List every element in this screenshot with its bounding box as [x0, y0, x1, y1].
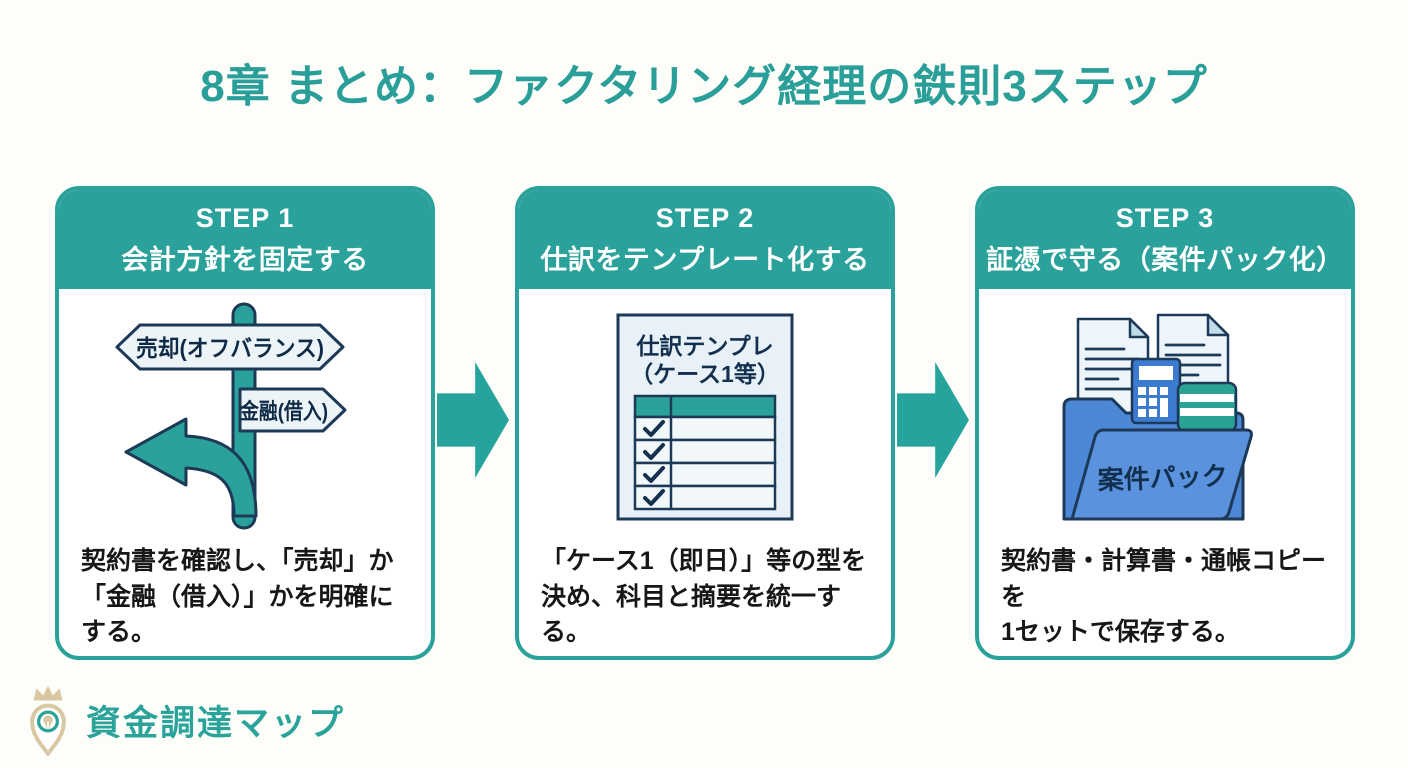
- step-card-1: STEP 1 会計方針を固定する 売却(オフバランス) 金融(借入) 契約書を確…: [55, 186, 435, 660]
- step2-header: STEP 2 仕訳をテンプレート化する: [519, 190, 891, 289]
- step3-description-line1: 契約書・計算書・通帳コピーを: [1001, 547, 1327, 611]
- folder-label: 案件パック: [1096, 460, 1228, 495]
- step2-label: STEP 2: [655, 203, 755, 233]
- step2-description: 「ケース1（即日）」等の型を 決め、科目と摘要を統一する。: [519, 544, 891, 656]
- flow-arrow-1: [437, 362, 509, 478]
- step1-description: 契約書を確認し、「売却」か 「金融（借入）」かを明確にする。: [59, 544, 431, 656]
- brand-logo-icon: [30, 686, 66, 756]
- template-title-line1: 仕訳テンプレ: [635, 333, 773, 359]
- step3-heading: 証憑で守る（案件パック化）: [986, 245, 1344, 275]
- checkmark-icons: [643, 419, 665, 506]
- calculator-icon: [1130, 357, 1182, 424]
- step3-label: STEP 3: [1115, 203, 1215, 233]
- step2-description-line2: 決め、科目と摘要を統一する。: [541, 582, 842, 647]
- passbook-icon: [1176, 381, 1238, 432]
- step3-description-line2: 1セットで保存する。: [1001, 618, 1240, 646]
- brand-name: 資金調達マップ: [86, 703, 346, 743]
- sign-sale-label: 売却(オフバランス): [136, 335, 324, 361]
- step3-illustration: 案件パック: [979, 289, 1351, 544]
- step-card-2: STEP 2 仕訳をテンプレート化する 仕訳テンプレ （ケース1等）: [515, 186, 895, 660]
- signpost-illustration: 売却(オフバランス) 金融(借入): [115, 302, 347, 529]
- step-card-3: STEP 3 証憑で守る（案件パック化）: [975, 186, 1355, 660]
- page-title: 8章 まとめ：ファクタリング経理の鉄則3ステップ: [200, 62, 1208, 111]
- step1-label: STEP 1: [195, 203, 295, 233]
- step3-header: STEP 3 証憑で守る（案件パック化）: [979, 190, 1351, 289]
- table-header-row: [633, 394, 777, 418]
- sign-loan-label: 金融(借入): [239, 399, 328, 424]
- step1-illustration: 売却(オフバランス) 金融(借入): [59, 289, 431, 544]
- curved-left-arrow: [124, 417, 258, 517]
- flow-arrow-2: [897, 362, 969, 478]
- step1-heading: 会計方針を固定する: [121, 245, 369, 275]
- folder-front: [1070, 428, 1253, 520]
- step1-description-line1: 契約書を確認し、「売却」か: [81, 547, 394, 575]
- step2-description-line1: 「ケース1（即日）」等の型を: [541, 547, 867, 575]
- pin-keyhole: [43, 715, 53, 725]
- sign-sale-shape: [115, 323, 345, 370]
- step1-header: STEP 1 会計方針を固定する: [59, 190, 431, 289]
- sign-loan-shape: [238, 387, 347, 432]
- step1-description-line2: 「金融（借入）」かを明確にする。: [81, 582, 394, 647]
- journal-template-illustration: 仕訳テンプレ （ケース1等）: [616, 313, 794, 520]
- footer-brand: 資金調達マップ: [27, 684, 345, 756]
- template-title-line2: （ケース1等）: [630, 361, 780, 387]
- step2-illustration: 仕訳テンプレ （ケース1等）: [519, 289, 891, 544]
- crown-icon: [33, 686, 63, 701]
- pin-keyhole-slit: [47, 721, 49, 729]
- step2-heading: 仕訳をテンプレート化する: [540, 245, 870, 275]
- case-pack-illustration: 案件パック: [1062, 313, 1253, 520]
- step3-description: 契約書・計算書・通帳コピーを 1セットで保存する。: [979, 544, 1351, 656]
